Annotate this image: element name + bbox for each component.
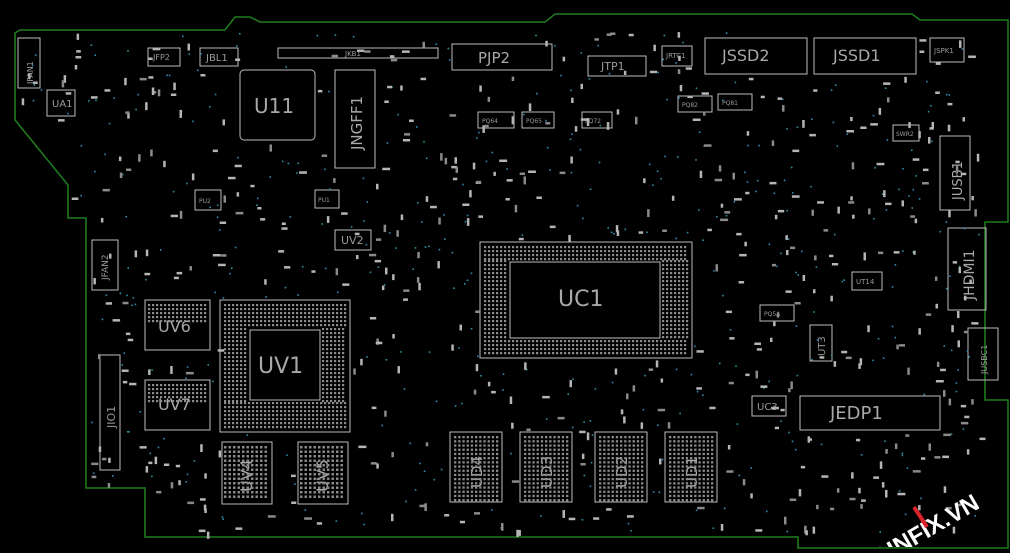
- uv1-label: UV1: [258, 354, 303, 379]
- connector-jio1: JIO1: [99, 354, 121, 471]
- chip-pq5a: PQ5A: [759, 304, 795, 322]
- bga-grids: [148, 246, 714, 502]
- chip-pq81: PQ81: [717, 93, 753, 111]
- connector-jfan1: JFAN1: [17, 37, 41, 89]
- pu2-label: PU2: [199, 198, 211, 205]
- connector-jtp1: JTP1: [587, 55, 647, 77]
- connector-jrtc1: JRTC1: [661, 45, 693, 67]
- chip-pu2: PU2: [194, 189, 222, 211]
- watermark-logo: HNFIX.VN: [873, 489, 984, 547]
- jssd1-label: JSSD1: [832, 46, 881, 65]
- chip-uv7: UV7: [144, 379, 211, 431]
- chip-uv2: UV2: [334, 229, 372, 251]
- connector-pjp2: PJP2: [451, 43, 553, 71]
- uc3-label: UC3: [757, 402, 778, 413]
- connector-jfan2: JFAN2: [91, 239, 119, 291]
- swr2-label: SWR2: [896, 131, 914, 138]
- chip-pu1: PU1: [314, 189, 340, 209]
- jrtc1-label: JRTC1: [665, 52, 686, 60]
- connector-jhdmi1: JHDMI1: [947, 227, 987, 311]
- connector-jngff1: JNGFF1: [334, 69, 376, 169]
- uv2-label: UV2: [341, 234, 364, 247]
- chip-swr2: SWR2: [892, 124, 920, 142]
- chip-uc3: UC3: [751, 395, 787, 417]
- connector-jkb1: JKB1: [277, 47, 439, 59]
- pq81-label: PQ81: [722, 100, 738, 107]
- pq72-label: PQ72: [585, 118, 601, 125]
- connector-jedp1: JEDP1: [799, 395, 941, 431]
- chip-uv1: UV1: [219, 299, 351, 433]
- chip-pq82: PQ82: [677, 95, 713, 113]
- jusb1-label: JUSB1: [951, 161, 966, 201]
- ut14-label: UT14: [856, 278, 875, 286]
- pu1-label: PU1: [318, 197, 330, 204]
- board-outline: [14, 13, 1009, 549]
- jhdmi1-label: JHDMI1: [962, 249, 978, 301]
- watermark-accent: [912, 505, 929, 529]
- smd-pads: [21, 32, 986, 539]
- pq5a-label: PQ5A: [764, 311, 781, 318]
- jusbc1-label: JUSBC1: [980, 345, 989, 375]
- jssd2-label: JSSD2: [721, 46, 770, 65]
- pjp2-label: PJP2: [478, 49, 510, 67]
- jfan2-label: JFAN2: [101, 254, 111, 281]
- connector-jbl1: JBL1: [199, 47, 239, 67]
- chip-ua1: UA1: [46, 89, 76, 117]
- jngff1-label: JNGFF1: [348, 96, 366, 151]
- jkb1-label: JKB1: [344, 50, 361, 58]
- chip-ut14: UT14: [851, 271, 883, 291]
- chip-u11: U11: [239, 69, 316, 141]
- jspk1-label: JSPK1: [933, 47, 954, 55]
- jtp1-label: JTP1: [600, 60, 625, 73]
- uv7-label: UV7: [158, 395, 191, 414]
- watermark-text: HNFIX.VN: [873, 489, 984, 547]
- connector-jspk1: JSPK1: [929, 37, 965, 63]
- via-dots: [31, 32, 980, 533]
- jfp2-label: JFP2: [152, 53, 170, 62]
- pq64-label: PQ64: [482, 118, 498, 125]
- ut3-label: UT3: [817, 336, 828, 356]
- jedp1-label: JEDP1: [829, 403, 883, 424]
- uv6-label: UV6: [158, 317, 191, 336]
- uc1-label: UC1: [558, 287, 603, 312]
- u11-label: U11: [254, 94, 294, 118]
- jbl1-label: JBL1: [205, 53, 228, 64]
- chip-pq65: PQ65: [521, 111, 555, 129]
- chip-uv6: UV6: [144, 299, 211, 351]
- ua1-label: UA1: [52, 99, 73, 110]
- connector-jfp2: JFP2: [147, 47, 181, 67]
- connector-jusb1: JUSB1: [939, 135, 971, 211]
- connector-jssd1: JSSD1: [813, 37, 917, 75]
- jio1-label: JIO1: [105, 406, 118, 429]
- chip-ut3: UT3: [809, 324, 833, 362]
- connector-jssd2: JSSD2: [704, 37, 808, 75]
- chip-uc1: UC1: [479, 241, 693, 359]
- pq65-label: PQ65: [526, 118, 542, 125]
- pq82-label: PQ82: [682, 102, 698, 109]
- connector-jusbc1: JUSBC1: [967, 327, 999, 381]
